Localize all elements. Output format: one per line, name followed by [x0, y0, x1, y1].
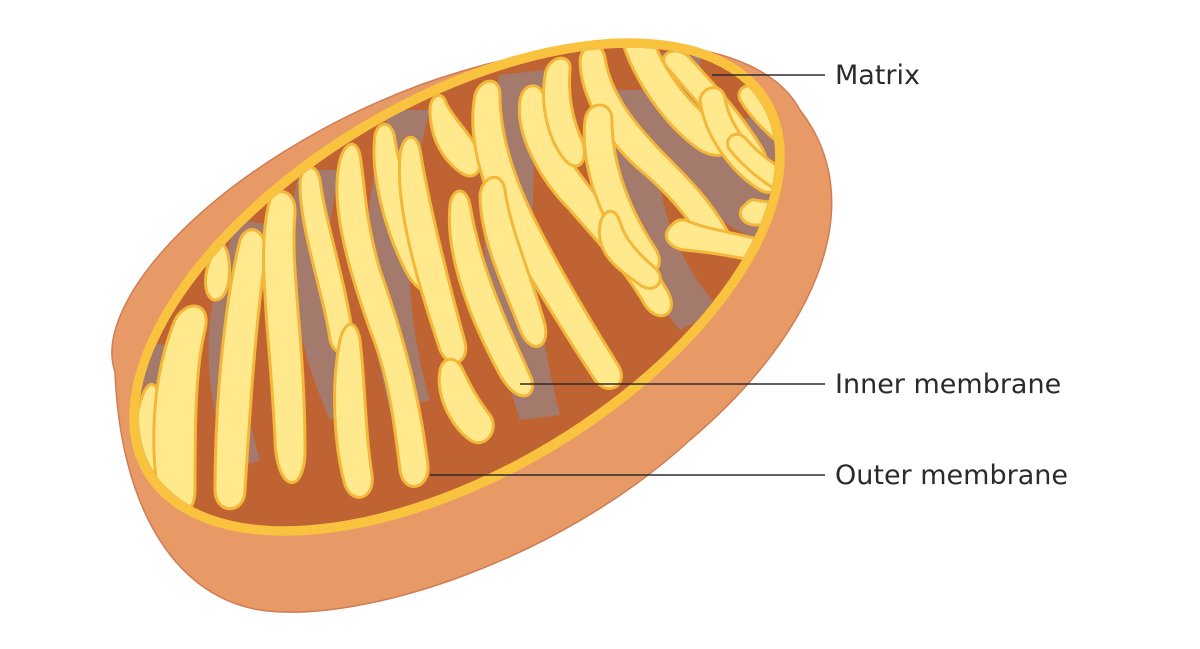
interior-contents: [126, 34, 830, 518]
cristae: [134, 34, 821, 518]
inner-membrane-label: Inner membrane: [835, 369, 1061, 400]
leader-lines: [430, 74, 825, 476]
outer-membrane-label: Outer membrane: [835, 460, 1068, 491]
matrix-label: Matrix: [835, 60, 920, 91]
